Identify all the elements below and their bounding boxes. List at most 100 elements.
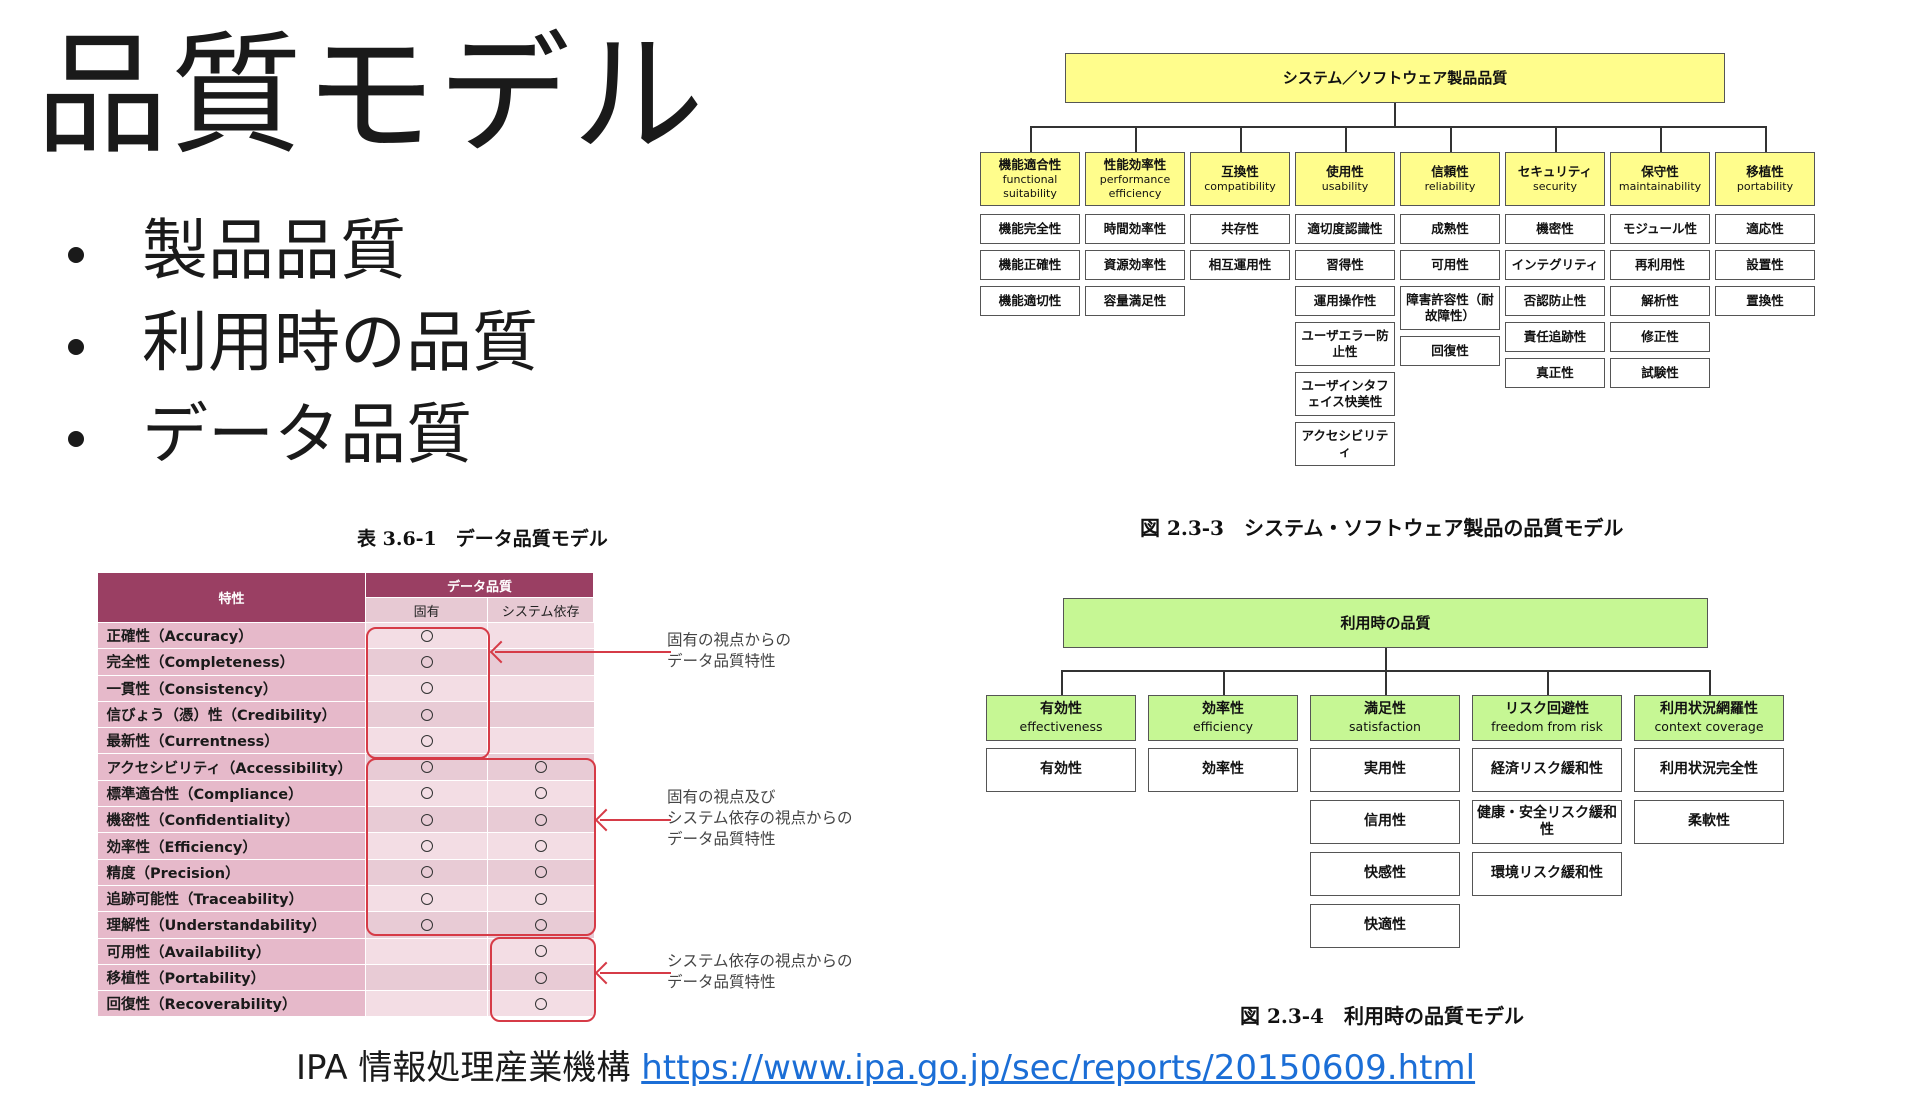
row-label: 標準適合性（Compliance）	[97, 780, 366, 808]
cell-system-dependent	[487, 832, 594, 860]
category-en: security	[1533, 179, 1577, 193]
table-row: 一貫性（Consistency）	[97, 675, 594, 702]
cell-system-dependent	[487, 938, 594, 965]
category-ja: リスク回避性	[1505, 701, 1589, 718]
product-sub-item: 機能完全性	[980, 214, 1080, 244]
source-link[interactable]: https://www.ipa.go.jp/sec/reports/201506…	[641, 1048, 1476, 1088]
circle-mark	[534, 866, 547, 879]
circle-mark	[420, 761, 433, 774]
product-sub-item: 習得性	[1295, 250, 1395, 280]
circle-mark	[534, 918, 547, 931]
inherent-highlight-box	[366, 627, 490, 759]
circle-mark	[534, 945, 547, 958]
bullet-product-quality: 製品品質	[68, 205, 538, 297]
product-sub-item: ユーザインタフェイス快美性	[1295, 372, 1395, 416]
circle-mark	[420, 813, 433, 826]
product-sub-item: インテグリティ	[1505, 250, 1605, 280]
cell-system-dependent	[487, 990, 594, 1018]
circle-mark	[534, 997, 547, 1010]
cell-system-dependent	[487, 964, 594, 992]
connector-line	[1660, 126, 1662, 152]
circle-mark	[420, 787, 433, 800]
data-quality-rows: 正確性（Accuracy）完全性（Completeness）一貫性（Consis…	[97, 622, 594, 1018]
use-sub-item: 有効性	[986, 748, 1136, 792]
cell-inherent	[364, 911, 488, 939]
table-row: 可用性（Availability）	[97, 938, 594, 965]
row-label: 精度（Precision）	[97, 859, 366, 886]
row-label: 追跡可能性（Traceability）	[97, 885, 366, 913]
product-sub-item: 否認防止性	[1505, 286, 1605, 316]
cell-system-dependent	[487, 885, 594, 913]
connector-line	[1765, 126, 1767, 152]
product-sub-item: 責任追跡性	[1505, 322, 1605, 352]
table-row: 理解性（Understandability）	[97, 911, 594, 939]
table-row: 回復性（Recoverability）	[97, 990, 594, 1018]
category-en: functional suitability	[1002, 173, 1058, 200]
cell-inherent	[364, 727, 488, 755]
use-sub-item: 効率性	[1148, 748, 1298, 792]
connector-line	[1385, 670, 1387, 695]
use-sub-item: 実用性	[1310, 748, 1460, 792]
row-label: 信びょう（憑）性（Credibility）	[97, 701, 366, 729]
connector-line	[1345, 126, 1347, 152]
category-ja: 信頼性	[1431, 164, 1469, 180]
product-sub-item: 容量満足性	[1085, 286, 1185, 316]
cell-system-dependent	[487, 727, 594, 755]
connector-line	[1555, 126, 1557, 152]
category-ja: 効率性	[1202, 701, 1244, 718]
cell-inherent	[364, 832, 488, 860]
category-ja: セキュリティ	[1517, 164, 1593, 180]
table-row: 信びょう（憑）性（Credibility）	[97, 701, 594, 729]
cell-inherent	[364, 859, 488, 886]
cell-system-dependent	[487, 675, 594, 702]
table-row: 最新性（Currentness）	[97, 727, 594, 755]
circle-mark	[534, 813, 547, 826]
use-sub-item: 経済リスク緩和性	[1472, 748, 1622, 792]
category-ja: 互換性	[1221, 164, 1259, 180]
source-footer: IPA 情報処理産業機構 https://www.ipa.go.jp/sec/r…	[296, 1040, 1475, 1089]
bullet-quality-in-use: 利用時の品質	[68, 297, 538, 389]
product-sub-item: 適切度認識性	[1295, 214, 1395, 244]
circle-mark	[534, 761, 547, 774]
circle-mark	[534, 971, 547, 984]
connector-line	[1061, 670, 1063, 695]
category-en: satisfaction	[1349, 718, 1421, 734]
row-label: 完全性（Completeness）	[97, 648, 366, 676]
use-sub-item: 環境リスク緩和性	[1472, 852, 1622, 896]
arrow-system	[600, 972, 671, 974]
arrow-inherent	[495, 651, 671, 653]
row-label: 移植性（Portability）	[97, 964, 366, 992]
category-en: usability	[1321, 179, 1369, 193]
product-sub-item: 設置性	[1715, 250, 1815, 280]
category-en: effectiveness	[1019, 718, 1103, 734]
category-en: portability	[1736, 179, 1794, 193]
product-sub-item: 共存性	[1190, 214, 1290, 244]
table-row: 機密性（Confidentiality）	[97, 806, 594, 834]
cell-inherent	[364, 885, 488, 913]
row-label: 回復性（Recoverability）	[97, 990, 366, 1018]
arrow-both	[600, 819, 671, 821]
table-row: 完全性（Completeness）	[97, 648, 594, 676]
product-sub-item: 可用性	[1400, 250, 1500, 280]
product-sub-item: 機能適切性	[980, 286, 1080, 316]
use-sub-item: 快感性	[1310, 852, 1460, 896]
circle-mark	[534, 892, 547, 905]
category-ja: 移植性	[1746, 164, 1784, 180]
circle-mark	[420, 708, 433, 721]
connector-line	[1030, 126, 1032, 152]
category-ja: 満足性	[1364, 701, 1406, 718]
slide-title: 品質モデル	[36, 19, 706, 173]
product-sub-item: 試験性	[1610, 358, 1710, 388]
product-sub-item: 成熟性	[1400, 214, 1500, 244]
row-label: 正確性（Accuracy）	[97, 622, 366, 650]
product-sub-item: 真正性	[1505, 358, 1605, 388]
product-root-box: システム／ソフトウェア製品品質	[1065, 53, 1725, 103]
